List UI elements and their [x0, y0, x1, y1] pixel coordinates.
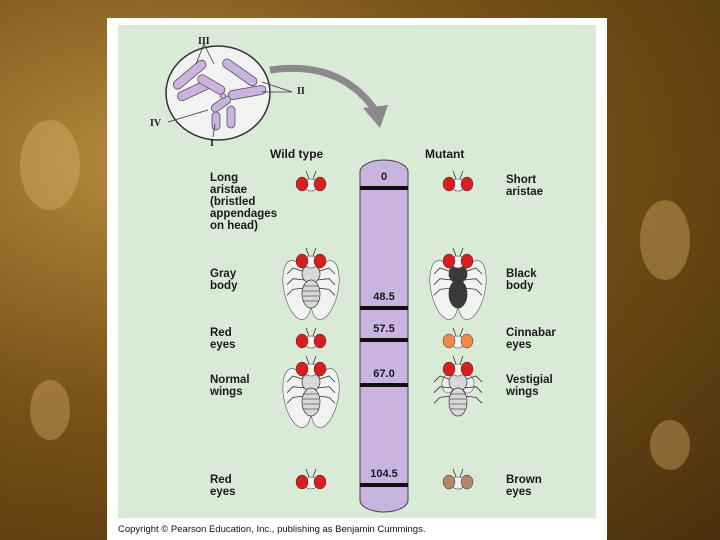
- mutant-header: Mutant: [425, 147, 464, 161]
- chromosome-label-i: I: [210, 138, 214, 149]
- fly-head: [296, 248, 326, 268]
- chromosome-bar: [360, 160, 408, 512]
- locus-position: 104.5: [354, 468, 414, 480]
- zoom-arrow: [270, 68, 388, 128]
- locus-band: [360, 338, 408, 342]
- wild-type-header: Wild type: [270, 147, 323, 161]
- locus-band: [360, 483, 408, 487]
- locus-position: 0: [354, 171, 414, 183]
- wild-trait-label: Red eyes: [210, 327, 236, 351]
- locus-band: [360, 306, 408, 310]
- copyright-notice: Copyright © Pearson Education, Inc., pub…: [118, 524, 425, 535]
- fly-head: [443, 171, 473, 191]
- locus-position: 67.0: [354, 368, 414, 380]
- mutant-trait-label: Brown eyes: [506, 474, 542, 498]
- fly-head: [443, 469, 473, 489]
- locus-position: 57.5: [354, 323, 414, 335]
- mutant-trait-label: Cinnabar eyes: [506, 327, 556, 351]
- fly-head: [296, 171, 326, 191]
- mutant-trait-label: Short aristae: [506, 174, 543, 198]
- fly-head: [443, 248, 473, 268]
- fly-head: [296, 328, 326, 348]
- mutant-trait-label: Vestigial wings: [506, 374, 553, 398]
- wild-trait-label: Gray body: [210, 268, 237, 292]
- fly-body: [434, 373, 482, 416]
- wild-trait-label: Long aristae (bristled appendages on hea…: [210, 172, 277, 232]
- locus-band: [360, 186, 408, 190]
- chromosome-label-ii: II: [297, 86, 305, 97]
- fly-head: [296, 469, 326, 489]
- mutant-trait-label: Black body: [506, 268, 537, 292]
- wild-trait-label: Red eyes: [210, 474, 236, 498]
- fly-head: [443, 356, 473, 376]
- wild-trait-label: Normal wings: [210, 374, 250, 398]
- chromosome-label-iv: IV: [150, 118, 161, 129]
- locus-position: 48.5: [354, 291, 414, 303]
- fly-head: [443, 328, 473, 348]
- locus-band: [360, 383, 408, 387]
- fly-head: [296, 356, 326, 376]
- chromosome-label-iii: III: [198, 36, 210, 47]
- chromosome-set-illustration: [166, 44, 292, 140]
